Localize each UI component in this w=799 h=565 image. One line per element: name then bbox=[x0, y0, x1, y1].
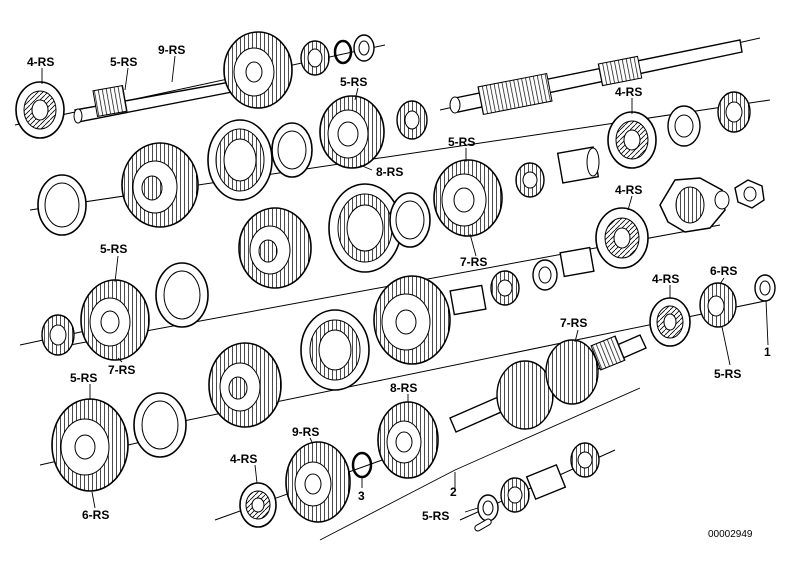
needle-bearing-row1[interactable] bbox=[300, 40, 330, 76]
label-9rs-a: 9-RS bbox=[158, 43, 185, 57]
bushing-row4[interactable] bbox=[525, 463, 567, 501]
synchro-ring-row2c[interactable] bbox=[389, 192, 431, 248]
sleeve-row2[interactable] bbox=[207, 119, 273, 201]
label-6rs-a: 6-RS bbox=[710, 264, 737, 278]
washer-row2[interactable] bbox=[714, 190, 730, 210]
nut-row2[interactable] bbox=[734, 179, 765, 209]
label-6rs-b: 6-RS bbox=[82, 508, 109, 522]
label-2: 2 bbox=[450, 485, 457, 499]
leader-lines bbox=[41, 55, 769, 513]
label-1: 1 bbox=[764, 345, 771, 359]
label-7rs-b: 7-RS bbox=[108, 363, 135, 377]
washer-row1[interactable] bbox=[353, 34, 375, 62]
circlip-row1[interactable] bbox=[333, 39, 353, 65]
label-7rs-c: 7-RS bbox=[560, 316, 587, 330]
label-5rs-a: 5-RS bbox=[110, 55, 137, 69]
label-4rs-a: 4-RS bbox=[27, 55, 54, 69]
gear-row3-large[interactable] bbox=[373, 275, 451, 365]
synchro-hub-row2b[interactable] bbox=[238, 207, 312, 289]
gear-5rs-row3[interactable] bbox=[80, 279, 150, 361]
bushing-row3b[interactable] bbox=[559, 246, 595, 278]
gear-5rs-row4[interactable] bbox=[51, 398, 129, 492]
gear-5rs-row2b[interactable] bbox=[433, 159, 503, 237]
label-4rs-e: 4-RS bbox=[230, 452, 257, 466]
synchro-ring-row4[interactable] bbox=[133, 392, 187, 458]
label-7rs-a: 7-RS bbox=[460, 255, 487, 269]
synchro-hub-row4[interactable] bbox=[208, 342, 282, 428]
reference-number: 00002949 bbox=[708, 529, 753, 540]
label-5rs-f: 5-RS bbox=[70, 371, 97, 385]
spacer-row3[interactable] bbox=[532, 259, 558, 291]
synchro-ring-row3[interactable] bbox=[155, 262, 209, 328]
needle-bearing-row4b[interactable] bbox=[570, 442, 600, 478]
bearing-4rs-row2b[interactable] bbox=[595, 207, 649, 269]
label-3: 3 bbox=[358, 489, 365, 503]
label-5rs-e: 5-RS bbox=[714, 367, 741, 381]
bushing-row2[interactable] bbox=[556, 146, 600, 184]
label-9rs-b: 9-RS bbox=[292, 425, 319, 439]
label-4rs-c: 4-RS bbox=[615, 183, 642, 197]
needle-bearing-row2b[interactable] bbox=[717, 91, 751, 133]
gear-8rs-row4[interactable] bbox=[377, 401, 439, 479]
label-5rs-c: 5-RS bbox=[448, 135, 475, 149]
countershaft[interactable] bbox=[449, 334, 647, 433]
circlip-3-row4[interactable] bbox=[351, 451, 373, 479]
bracket-item-2 bbox=[319, 387, 641, 541]
bushing-row3[interactable] bbox=[449, 284, 487, 316]
label-5rs-d: 5-RS bbox=[100, 242, 127, 256]
input-shaft[interactable] bbox=[449, 39, 743, 116]
bearing-4rs-row1[interactable] bbox=[15, 81, 65, 139]
pin-row4[interactable] bbox=[474, 518, 493, 532]
spacer-5rs-row4[interactable] bbox=[477, 494, 499, 522]
sleeve-row2b[interactable] bbox=[328, 183, 402, 273]
output-flange[interactable] bbox=[659, 177, 726, 233]
washer-1-row3[interactable] bbox=[754, 274, 776, 302]
bushing-row2b[interactable] bbox=[667, 105, 701, 147]
label-4rs-b: 4-RS bbox=[615, 85, 642, 99]
gear-9rs-row4[interactable] bbox=[285, 441, 351, 523]
needle-bearing-row4a[interactable] bbox=[500, 477, 530, 513]
part-labels: 4-RS 5-RS 9-RS 5-RS 4-RS 8-RS 5-RS 4-RS … bbox=[27, 43, 771, 523]
bearing-4rs-row4[interactable] bbox=[239, 482, 277, 528]
label-4rs-d: 4-RS bbox=[652, 272, 679, 286]
needle-bearing-row3[interactable] bbox=[41, 314, 75, 356]
synchro-ring-row2b[interactable] bbox=[271, 122, 313, 178]
sleeve-row3[interactable] bbox=[300, 309, 370, 391]
output-shaft[interactable] bbox=[73, 81, 233, 124]
gear-5rs-row2[interactable] bbox=[319, 95, 385, 169]
label-5rs-g: 5-RS bbox=[422, 509, 449, 523]
bearing-4rs-row2[interactable] bbox=[607, 111, 657, 169]
label-5rs-b: 5-RS bbox=[340, 75, 367, 89]
label-8rs-b: 8-RS bbox=[390, 381, 417, 395]
needle-bearing-row2[interactable] bbox=[515, 162, 545, 198]
needle-bearing-row1b[interactable] bbox=[396, 100, 428, 140]
gear-6rs-row3[interactable] bbox=[699, 282, 737, 328]
synchro-hub-row2[interactable] bbox=[121, 142, 199, 228]
synchro-ring-row2a[interactable] bbox=[37, 174, 87, 236]
bearing-4rs-row3[interactable] bbox=[649, 297, 691, 347]
label-8rs-a: 8-RS bbox=[376, 165, 403, 179]
gear-9rs-row1[interactable] bbox=[223, 31, 293, 109]
needle-bearing-row3b[interactable] bbox=[490, 270, 520, 306]
